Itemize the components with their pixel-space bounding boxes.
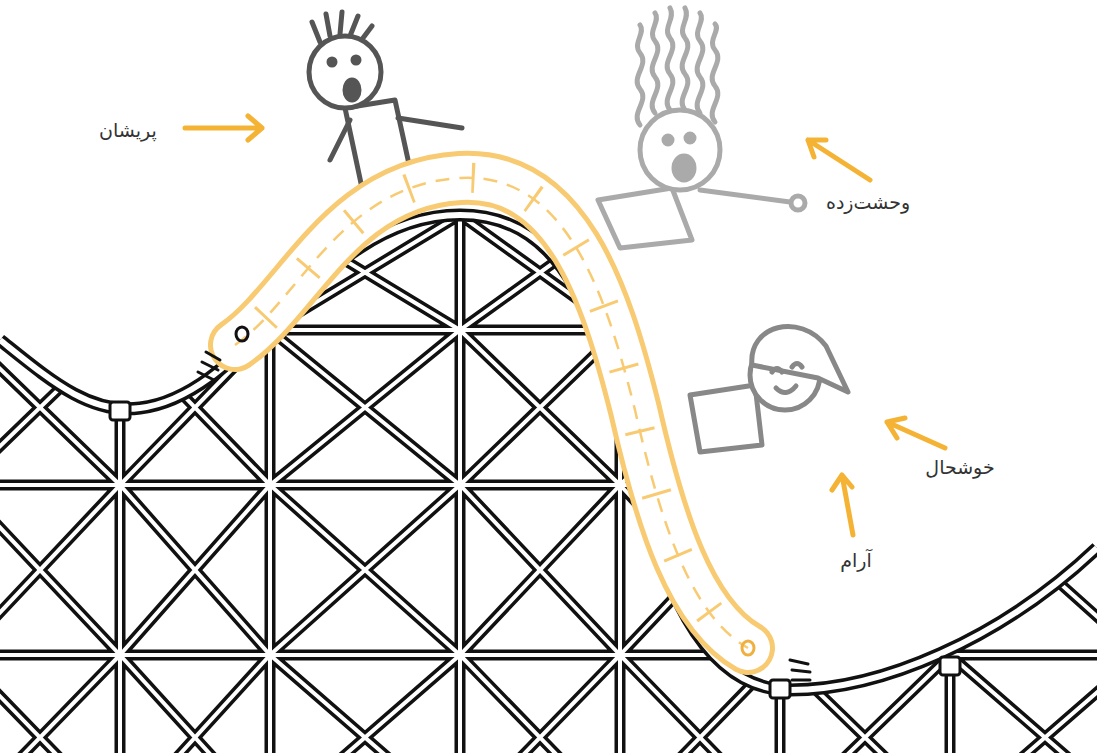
emotion-label: پریشان (99, 119, 157, 141)
track-joints (110, 402, 960, 698)
train (235, 178, 754, 655)
motion-marks (198, 352, 810, 680)
emotion-label: خوشحال (925, 456, 994, 478)
terrified-rider (598, 8, 805, 248)
leader-arrows (185, 116, 945, 535)
track (0, 215, 1097, 690)
emotion-label: وحشت‌زده (826, 191, 910, 213)
emotion-label: آرام (840, 549, 872, 571)
happy-rider (690, 326, 848, 452)
